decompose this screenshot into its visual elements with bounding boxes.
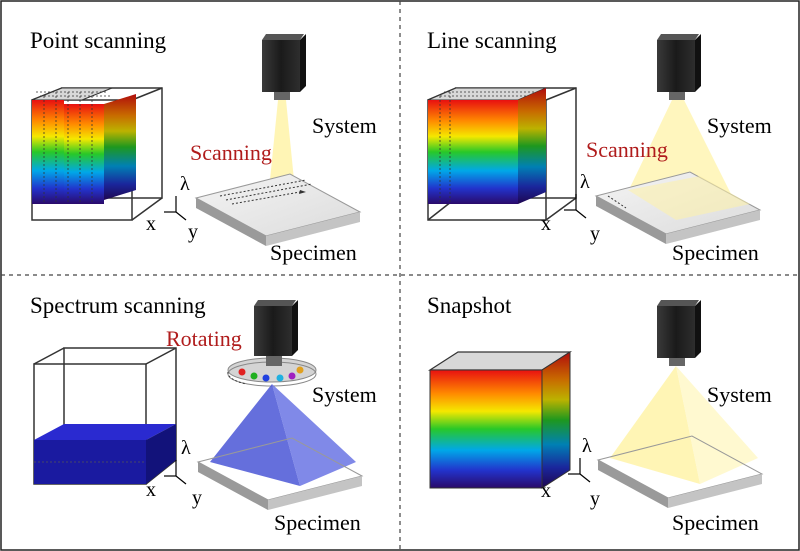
system-label: System [707,382,772,407]
spectrum-cube-side [541,351,571,489]
action-label: Scanning [190,140,272,165]
panel-title: Point scanning [30,28,167,53]
axis-lambda: λ [180,173,190,195]
camera [262,34,306,100]
spectrum-cube-front [429,369,543,489]
panel-title: Snapshot [427,293,512,318]
spectrum-column-1 [32,100,64,204]
axis-glyph [568,458,591,483]
camera [657,300,701,366]
panel-snapshot: Snapshot λ x y System Specimen [427,293,772,535]
system-label: System [312,113,377,138]
axis-y: y [192,487,202,509]
illuminated-line [628,176,750,220]
system-label: System [312,382,377,407]
specimen-label: Specimen [672,240,759,265]
axis-x: x [146,213,156,235]
filtered-beam-right [272,384,356,486]
axis-glyph [164,196,187,221]
specimen-plate [196,437,364,510]
axis-lambda: λ [181,437,191,459]
panel-line-scanning: Line scanning λ x y [427,28,772,265]
light-beam [624,100,734,200]
action-label: Scanning [586,137,668,162]
system-label: System [707,113,772,138]
panel-point-scanning: Point scanning λ x [30,28,377,265]
axis-x: x [541,213,551,235]
axis-x: x [146,479,156,501]
spectral-band-side [146,424,176,484]
axis-glyph [164,460,187,485]
scan-path [219,179,313,205]
axis-lambda: λ [582,435,592,457]
axis-lambda: λ [580,171,590,193]
pixel-grid-lines [36,91,112,204]
spectral-band-top [34,424,176,440]
axis-x: x [541,480,551,502]
line-grid [436,91,534,204]
light-beam-right [676,366,758,484]
scan-arrow-head [299,190,306,194]
camera [657,34,701,100]
light-beam-left [610,366,700,484]
specimen-label: Specimen [274,510,361,535]
panel-title: Line scanning [427,28,557,53]
spectrum-column-side [104,94,136,200]
axis-y: y [188,221,198,243]
axis-y: y [590,488,600,510]
cube-top-face [31,87,113,101]
specimen-label: Specimen [672,510,759,535]
filtered-beam-left [210,384,300,486]
action-label: Rotating [166,326,242,351]
axis-y: y [590,223,600,245]
panel-spectrum-scanning: Spectrum scanning λ x y [30,293,377,535]
spectrum-column-2 [64,104,104,204]
rotation-arrow [227,371,247,385]
specimen-label: Specimen [270,240,357,265]
camera [254,300,298,366]
panel-title: Spectrum scanning [30,293,206,318]
specimen-plate [596,435,764,508]
specimen-plate [194,173,362,246]
spectrum-slab-front [428,100,518,204]
spectrum-slab-side [518,88,546,204]
axis-glyph [564,194,587,219]
